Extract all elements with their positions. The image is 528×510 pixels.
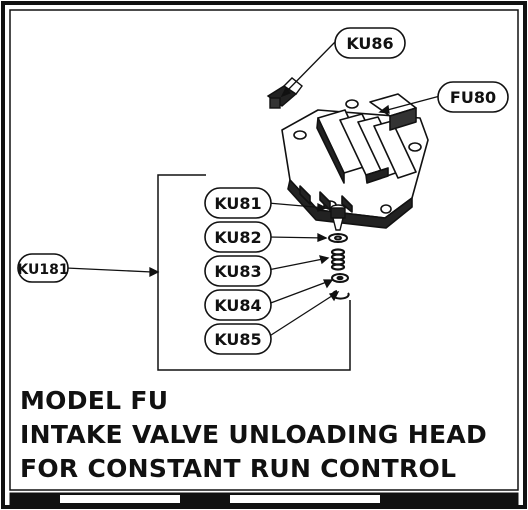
- callout-ku181: KU181: [17, 262, 68, 278]
- ku84-washer: [331, 273, 349, 283]
- leader-ku82: [267, 236, 327, 239]
- group-bracket: [157, 174, 351, 371]
- leader-ku84: [267, 279, 333, 305]
- caption-subtitle: FOR CONSTANT RUN CONTROL: [20, 454, 457, 483]
- leader-ku86: [281, 41, 336, 97]
- caption-model: MODEL FU: [20, 386, 169, 415]
- leader-ku83: [267, 257, 329, 271]
- callout-ku86-box: [334, 27, 406, 59]
- callout-ku82-box: [204, 221, 272, 253]
- caption-title: INTAKE VALVE UNLOADING HEAD: [20, 420, 488, 449]
- ku83-spring: [330, 248, 346, 271]
- inner-frame: [9, 9, 519, 491]
- leader-fu80: [379, 95, 441, 113]
- callout-ku86: KU86: [346, 34, 393, 53]
- callout-ku81-box: [204, 187, 272, 219]
- ku82-washer: [328, 233, 348, 243]
- callout-fu80-box: [437, 81, 509, 113]
- callout-fu80: FU80: [450, 88, 496, 107]
- callout-ku84-box: [204, 289, 272, 321]
- unloading-head-body: [281, 93, 429, 229]
- leader-ku181: [65, 267, 153, 273]
- callout-ku83-box: [204, 255, 272, 287]
- ku81-valve: [330, 204, 346, 231]
- callout-ku85-box: [204, 323, 272, 355]
- leader-ku85: [267, 291, 339, 338]
- leader-ku81: [267, 202, 327, 209]
- callout-ku85: KU85: [214, 330, 261, 349]
- callout-ku83: KU83: [214, 262, 261, 281]
- callout-ku181-box: [17, 253, 69, 283]
- callout-ku82: KU82: [214, 228, 261, 247]
- callout-ku84: KU84: [214, 296, 261, 315]
- callout-ku81: KU81: [214, 194, 261, 213]
